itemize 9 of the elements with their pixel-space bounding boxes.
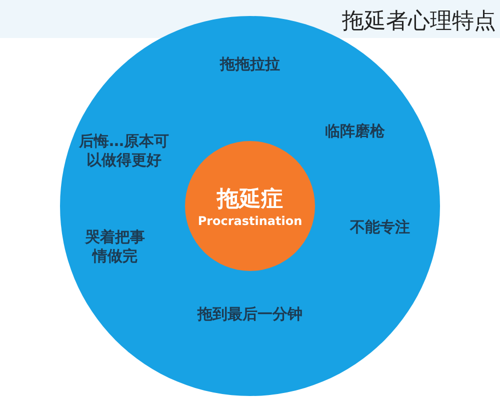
title: 拖延者心理特点 xyxy=(342,8,496,36)
trait-label: 不能专注 xyxy=(348,218,411,237)
trait-label: 后悔…原本可以做得更好 xyxy=(78,132,170,170)
center-heading: 拖延症 xyxy=(217,186,283,214)
center-subtitle: Procrastination xyxy=(198,214,302,228)
trait-label: 临阵磨枪 xyxy=(324,122,386,141)
trait-label: 拖到最后一分钟 xyxy=(196,305,304,324)
trait-label: 哭着把事情做完 xyxy=(85,228,145,266)
trait-label: 拖拖拉拉 xyxy=(218,55,281,74)
